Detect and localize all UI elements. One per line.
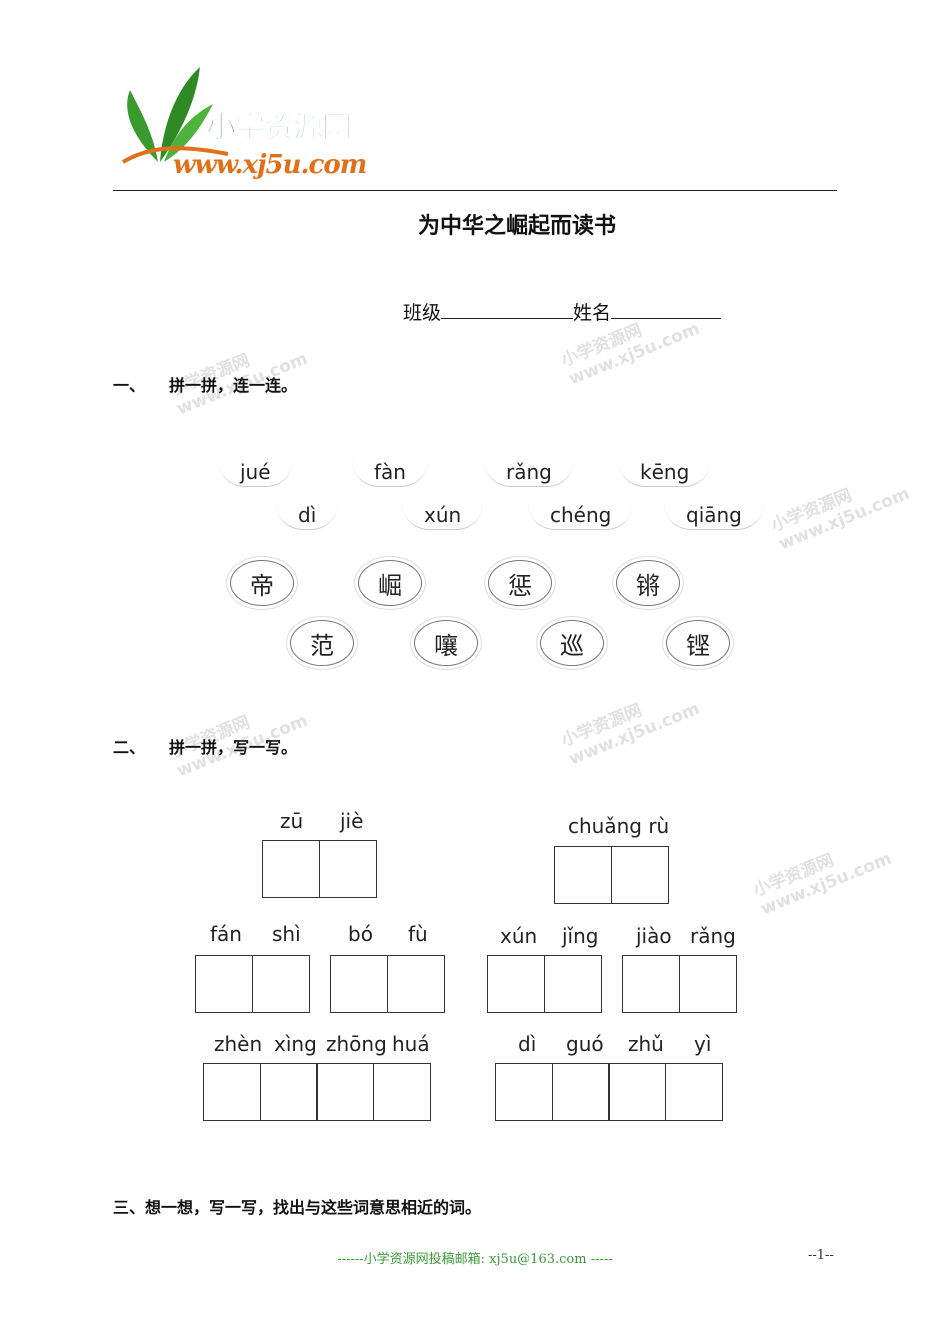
class-label: 班级: [403, 302, 442, 324]
pinyin-syllable: rǎng: [690, 924, 736, 948]
pinyin-cloud: dì: [276, 503, 339, 530]
writing-box[interactable]: [543, 955, 602, 1013]
pinyin-syllable: yì: [694, 1032, 712, 1056]
writing-box[interactable]: [554, 846, 612, 904]
character-cloud[interactable]: 崛: [358, 560, 422, 606]
pinyin-cloud: fàn: [352, 460, 428, 487]
writing-grid[interactable]: [487, 955, 602, 1013]
writing-grid[interactable]: [554, 846, 669, 904]
writing-box[interactable]: [251, 955, 310, 1013]
character-cloud[interactable]: 帝: [230, 560, 294, 606]
student-info-line: 班级 姓名: [403, 298, 722, 325]
pinyin-cloud: kēng: [618, 460, 712, 487]
writing-box[interactable]: [487, 955, 545, 1013]
header-divider: [113, 190, 837, 191]
pinyin-syllable: bó: [348, 922, 373, 946]
pinyin-syllable: zhōng: [326, 1032, 387, 1056]
writing-grid[interactable]: [195, 955, 310, 1013]
writing-box[interactable]: [386, 955, 445, 1013]
writing-box[interactable]: [608, 1063, 666, 1121]
pinyin-syllable: fán: [210, 922, 242, 946]
logo-url: www.xj5u.com: [173, 150, 367, 180]
character-cloud[interactable]: 惩: [488, 560, 552, 606]
writing-box[interactable]: [551, 1063, 610, 1121]
section-2-heading: 二、拼一拼，写一写。: [113, 738, 298, 757]
pinyin-syllable: chuǎng rù: [568, 814, 670, 838]
writing-box[interactable]: [262, 840, 320, 898]
character-cloud[interactable]: 铿: [666, 620, 730, 666]
writing-grid[interactable]: [330, 955, 445, 1013]
writing-grid[interactable]: [495, 1063, 723, 1121]
page-title: 为中华之崛起而读书: [417, 214, 616, 239]
pinyin-syllable: jiè: [340, 809, 364, 833]
writing-box[interactable]: [610, 846, 669, 904]
pinyin-syllable: shì: [272, 922, 301, 946]
pinyin-syllable: huá: [392, 1032, 430, 1056]
pinyin-cloud: xún: [402, 503, 484, 530]
pinyin-syllable: jǐng: [562, 924, 599, 948]
pinyin-syllable: dì: [518, 1032, 537, 1056]
name-blank[interactable]: [611, 298, 722, 319]
pinyin-syllable: zū: [280, 809, 304, 833]
writing-box[interactable]: [622, 955, 680, 1013]
character-cloud[interactable]: 范: [290, 620, 354, 666]
writing-box[interactable]: [195, 955, 253, 1013]
pinyin-syllable: xìng: [274, 1032, 317, 1056]
pinyin-syllable: guó: [566, 1032, 604, 1056]
page-number: --1--: [808, 1248, 834, 1263]
writing-box[interactable]: [318, 840, 377, 898]
writing-box[interactable]: [678, 955, 737, 1013]
pinyin-cloud: qiāng: [664, 503, 764, 530]
pinyin-cloud: rǎng: [484, 460, 574, 487]
section-3-heading: 三、想一想，写一写，找出与这些词意思相近的词。: [113, 1198, 482, 1217]
section-1-heading: 一、拼一拼，连一连。: [113, 376, 298, 395]
pinyin-syllable: jiào: [636, 924, 672, 948]
writing-box[interactable]: [372, 1063, 431, 1121]
footer-text: ------小学资源网投稿邮箱: xj5u@163.com -----: [337, 1252, 613, 1267]
writing-box[interactable]: [330, 955, 388, 1013]
writing-box[interactable]: [203, 1063, 261, 1121]
pinyin-syllable: zhèn: [214, 1032, 263, 1056]
writing-box[interactable]: [664, 1063, 723, 1121]
character-cloud[interactable]: 嚷: [414, 620, 478, 666]
writing-box[interactable]: [495, 1063, 553, 1121]
logo-text: 小学资源网: [206, 110, 353, 146]
pinyin-syllable: fù: [408, 922, 428, 946]
writing-grid[interactable]: [203, 1063, 431, 1121]
pinyin-cloud: chéng: [528, 503, 634, 530]
name-label: 姓名: [573, 302, 612, 324]
pinyin-syllable: xún: [500, 924, 538, 948]
class-blank[interactable]: [441, 298, 574, 319]
site-logo: 小学资源网 www.xj5u.com: [118, 62, 367, 192]
character-cloud[interactable]: 巡: [540, 620, 604, 666]
writing-grid[interactable]: [262, 840, 377, 898]
character-cloud[interactable]: 锵: [616, 560, 680, 606]
writing-box[interactable]: [316, 1063, 374, 1121]
pinyin-cloud: jué: [218, 460, 293, 487]
pinyin-syllable: zhǔ: [628, 1032, 664, 1056]
writing-box[interactable]: [259, 1063, 318, 1121]
leaf-logo-icon: [121, 67, 229, 164]
writing-grid[interactable]: [622, 955, 737, 1013]
